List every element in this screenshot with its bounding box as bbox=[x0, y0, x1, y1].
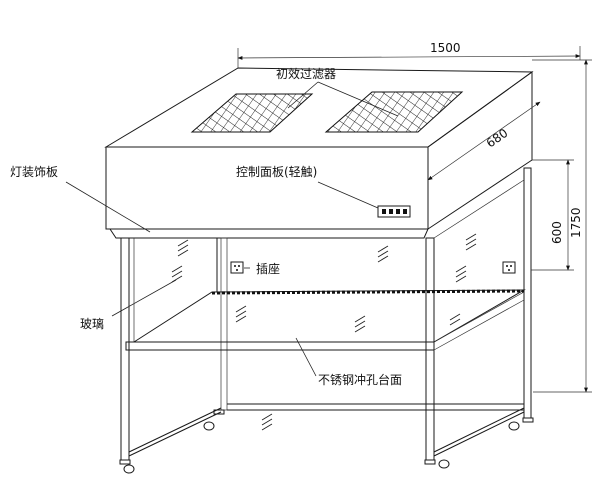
front-left-leg bbox=[120, 237, 130, 461]
caster-rear-left-icon bbox=[203, 409, 225, 431]
worktop-panel bbox=[132, 289, 526, 343]
dimension-upper-height-text: 600 bbox=[550, 221, 564, 244]
label-control-panel: 控制面板(轻触) bbox=[236, 165, 317, 179]
bottom-frame bbox=[128, 403, 525, 457]
caster-front-left-icon bbox=[119, 459, 135, 474]
socket-left-icon bbox=[230, 261, 244, 274]
label-pre-filter: 初效过滤器 bbox=[276, 66, 336, 81]
label-lamp-panel: 灯装饰板 bbox=[10, 165, 58, 179]
dimension-total-height-line bbox=[532, 59, 592, 393]
caster-front-right-icon bbox=[424, 459, 450, 469]
dimension-width-line bbox=[237, 46, 581, 68]
lower-shelf-rail bbox=[125, 341, 435, 351]
label-worktop: 不锈钢冲孔台面 bbox=[318, 372, 402, 387]
caster-rear-right-icon bbox=[508, 417, 534, 431]
dimension-total-height-text: 1750 bbox=[569, 207, 583, 238]
dimension-depth-line bbox=[427, 101, 541, 181]
leader-lines bbox=[65, 81, 399, 377]
control-panel-box bbox=[377, 205, 411, 218]
socket-right-icon bbox=[502, 261, 516, 274]
label-socket: 插座 bbox=[256, 261, 280, 276]
rear-left-leg bbox=[220, 237, 228, 411]
lamp-trim-strip bbox=[109, 228, 429, 239]
dimension-depth-text: 680 bbox=[484, 126, 511, 151]
rear-right-leg bbox=[523, 167, 532, 419]
glass-reflection-marks bbox=[171, 233, 477, 431]
filter-left-icon bbox=[190, 93, 314, 133]
dimension-width-text: 1500 bbox=[430, 41, 461, 55]
dimension-upper-height-line bbox=[531, 159, 574, 271]
filter-right-icon bbox=[324, 91, 464, 133]
label-glass: 玻璃 bbox=[80, 317, 104, 331]
front-right-leg bbox=[425, 237, 435, 461]
